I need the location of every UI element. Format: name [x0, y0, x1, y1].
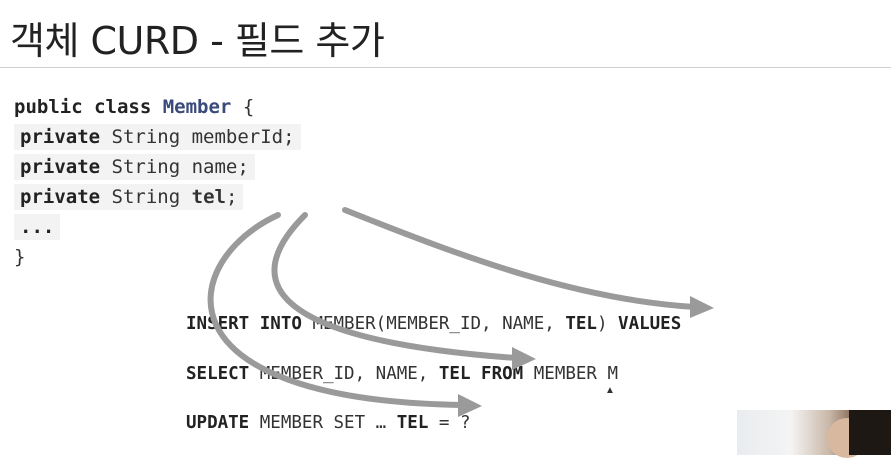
code-line-name: private String name;: [14, 152, 301, 182]
slide-title: 객체 CURD - 필드 추가: [10, 19, 385, 63]
code-line-ellipsis: ...: [14, 212, 301, 242]
sql-update: UPDATE MEMBER SET … TEL = ?: [186, 413, 471, 433]
close-brace: }: [14, 246, 26, 268]
arrowhead-insert: [690, 296, 714, 318]
keyword-public-class: public class: [14, 96, 152, 118]
sql-keyword: VALUES: [618, 314, 682, 334]
field-name: private String name;: [14, 154, 255, 180]
mouse-cursor-icon: ▲: [605, 385, 615, 396]
arrowhead-select: [512, 347, 536, 370]
sql-keyword: UPDATE: [186, 413, 250, 433]
field-tel-name: tel: [191, 186, 226, 208]
code-line-close: }: [14, 242, 301, 272]
keyword-private: private: [20, 126, 101, 148]
arrow-to-insert: [342, 207, 698, 310]
sql-keyword: SELECT: [186, 364, 250, 384]
keyword-private: private: [20, 156, 101, 178]
code-line-class: public class Member {: [14, 92, 301, 122]
semicolon: ;: [225, 186, 238, 208]
ellipsis-text: ...: [20, 216, 55, 238]
sql-text: MEMBER SET …: [259, 413, 387, 433]
sql-text: MEMBER(MEMBER_ID, NAME,: [312, 314, 555, 334]
field-name-decl: String name;: [111, 156, 249, 178]
arrow-to-update: [207, 212, 465, 408]
sql-text: MEMBER M: [533, 364, 619, 384]
sql-text: = ?: [438, 413, 471, 433]
sql-text: ): [596, 314, 608, 334]
open-brace: {: [242, 96, 255, 118]
sql-tel: TEL: [438, 364, 471, 384]
code-line-memberid: private String memberId;: [14, 122, 301, 152]
sql-select: SELECT MEMBER_ID, NAME, TEL FROM MEMBER …: [186, 364, 618, 384]
presenter-hair: [849, 410, 891, 455]
arrow-to-select: [271, 212, 519, 361]
arrowhead-update: [458, 394, 482, 417]
field-memberid: private String memberId;: [14, 124, 301, 150]
ellipsis: ...: [14, 214, 61, 240]
sql-tel: TEL: [396, 413, 429, 433]
presenter-webcam: [737, 410, 891, 458]
title-divider: [0, 67, 891, 68]
keyword-private: private: [20, 186, 101, 208]
code-line-tel: private String tel;: [14, 182, 301, 212]
field-tel: private String tel;: [14, 184, 244, 210]
class-name: Member: [162, 96, 232, 118]
field-memberid-decl: String memberId;: [111, 126, 295, 148]
sql-insert: INSERT INTO MEMBER(MEMBER_ID, NAME, TEL)…: [186, 314, 681, 334]
java-code-block: public class Member { private String mem…: [14, 92, 301, 272]
sql-tel: TEL: [565, 314, 597, 334]
type-string: String: [111, 186, 181, 208]
